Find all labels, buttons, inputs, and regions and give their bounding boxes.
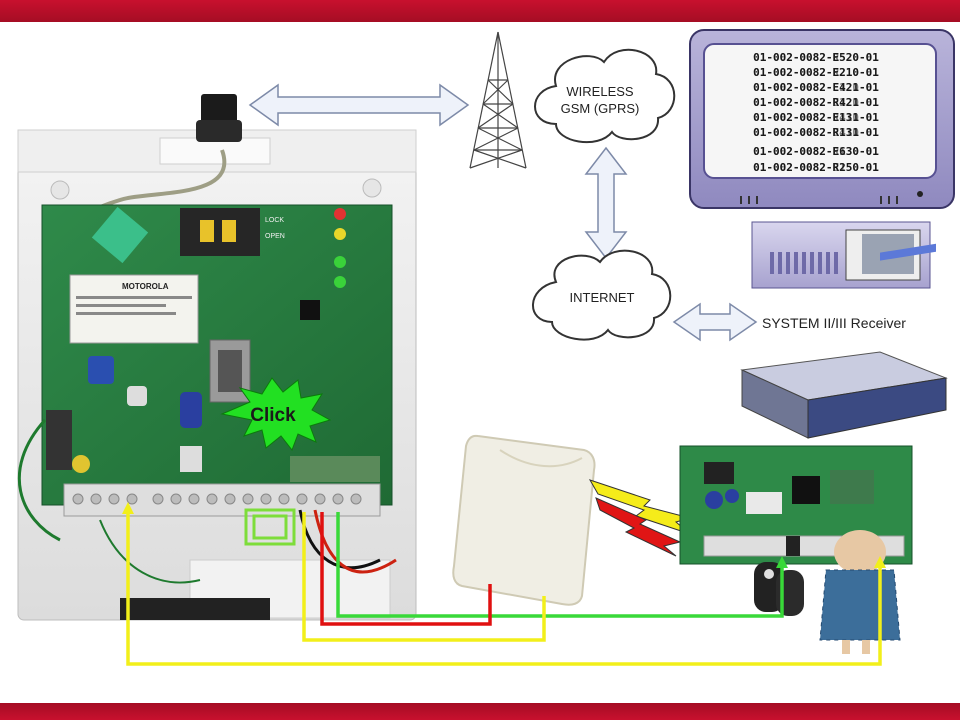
brand-text: MOTOROLA <box>122 282 169 291</box>
flat-receiver <box>740 243 948 439</box>
ground-wire <box>17 418 61 542</box>
led-green-1 <box>334 256 346 268</box>
terminal-strip <box>63 483 381 517</box>
gsm-label: GSM (GPRS) <box>561 101 640 116</box>
arrow-antenna-to-tower <box>248 83 470 127</box>
monitor <box>689 29 955 209</box>
monitor-power-led <box>917 191 923 197</box>
arrow-cloud-to-cloud <box>584 146 628 260</box>
bottom-red-band <box>0 703 960 720</box>
click-starburst[interactable]: Click <box>220 377 332 452</box>
click-label: Click <box>250 405 296 426</box>
yellow-wire-long <box>126 512 882 666</box>
open-text: OPEN <box>265 233 285 240</box>
top-red-band <box>0 0 960 22</box>
monitor-text-lines: 01-002-0082-E520-01 01-002-0082-R520-01 … <box>753 51 879 174</box>
monitor-line: 01-002-0082-E520-01 <box>753 51 879 64</box>
wireless-module <box>452 434 596 606</box>
lightning-bolt-icon <box>588 479 692 557</box>
gsm-module-label <box>69 274 199 344</box>
wireless-cloud: WIRELESS GSM (GPRS) <box>534 48 676 144</box>
internet-cloud: INTERNET <box>532 249 672 341</box>
yellow-wire-short <box>302 512 546 642</box>
internet-label: INTERNET <box>570 290 635 305</box>
battery <box>120 598 270 620</box>
monitor-line: 01-002-0082-R421-01 <box>753 96 879 109</box>
monitor-line-overlay: 01-002-0082-R520-01 <box>753 51 879 64</box>
sim-holder <box>180 208 260 256</box>
keyfob <box>754 562 804 616</box>
led-yellow <box>334 228 346 240</box>
monitor-line-overlay: 01-002-0082-E410-01 <box>753 126 879 139</box>
monitor-line: 01-002-0082-E630-01 <box>753 145 879 158</box>
monitor-line: 01-002-0082-E210-01 <box>753 66 879 79</box>
cell-tower-icon <box>469 31 527 169</box>
highlight-box <box>244 508 296 546</box>
wireless-label: WIRELESS <box>566 84 634 99</box>
monitor-line-overlay: 01-002-0082-E120-01 <box>753 81 879 94</box>
monitor-line: 01-002-0082-E131-01 <box>753 111 879 124</box>
wire-arrowheads <box>122 502 886 568</box>
lock-text: LOCK <box>265 217 284 224</box>
green-wire <box>336 512 784 618</box>
monitor-line: 01-002-0082-E421-01 <box>753 81 879 94</box>
receiver-label: SYSTEM II/III Receiver <box>762 315 906 331</box>
monitor-line-overlay: 01-002-0082-E120-01 <box>753 96 879 109</box>
monitor-vents <box>740 196 898 204</box>
monitor-line: 01-002-0082-R131-01 <box>753 126 879 139</box>
wiring <box>126 512 882 666</box>
led-red <box>334 208 346 220</box>
monitor-line-overlay: 01-002-0082-R410-01 <box>753 111 879 124</box>
monitor-line-overlay: 01-002-0082-R130-01 <box>753 145 879 158</box>
monitor-line-overlay: 01-002-0082-R210-01 <box>753 66 879 79</box>
gsm-board: MOTOROLA LOCK OPEN <box>41 204 393 506</box>
red-wire <box>320 512 492 626</box>
arrow-internet-to-receiver <box>672 302 758 342</box>
monitor-line-overlay: 01-002-0082-E150-01 <box>753 161 879 174</box>
led-green-2 <box>334 276 346 288</box>
monitor-line: 01-002-0082-R250-01 <box>753 161 879 174</box>
